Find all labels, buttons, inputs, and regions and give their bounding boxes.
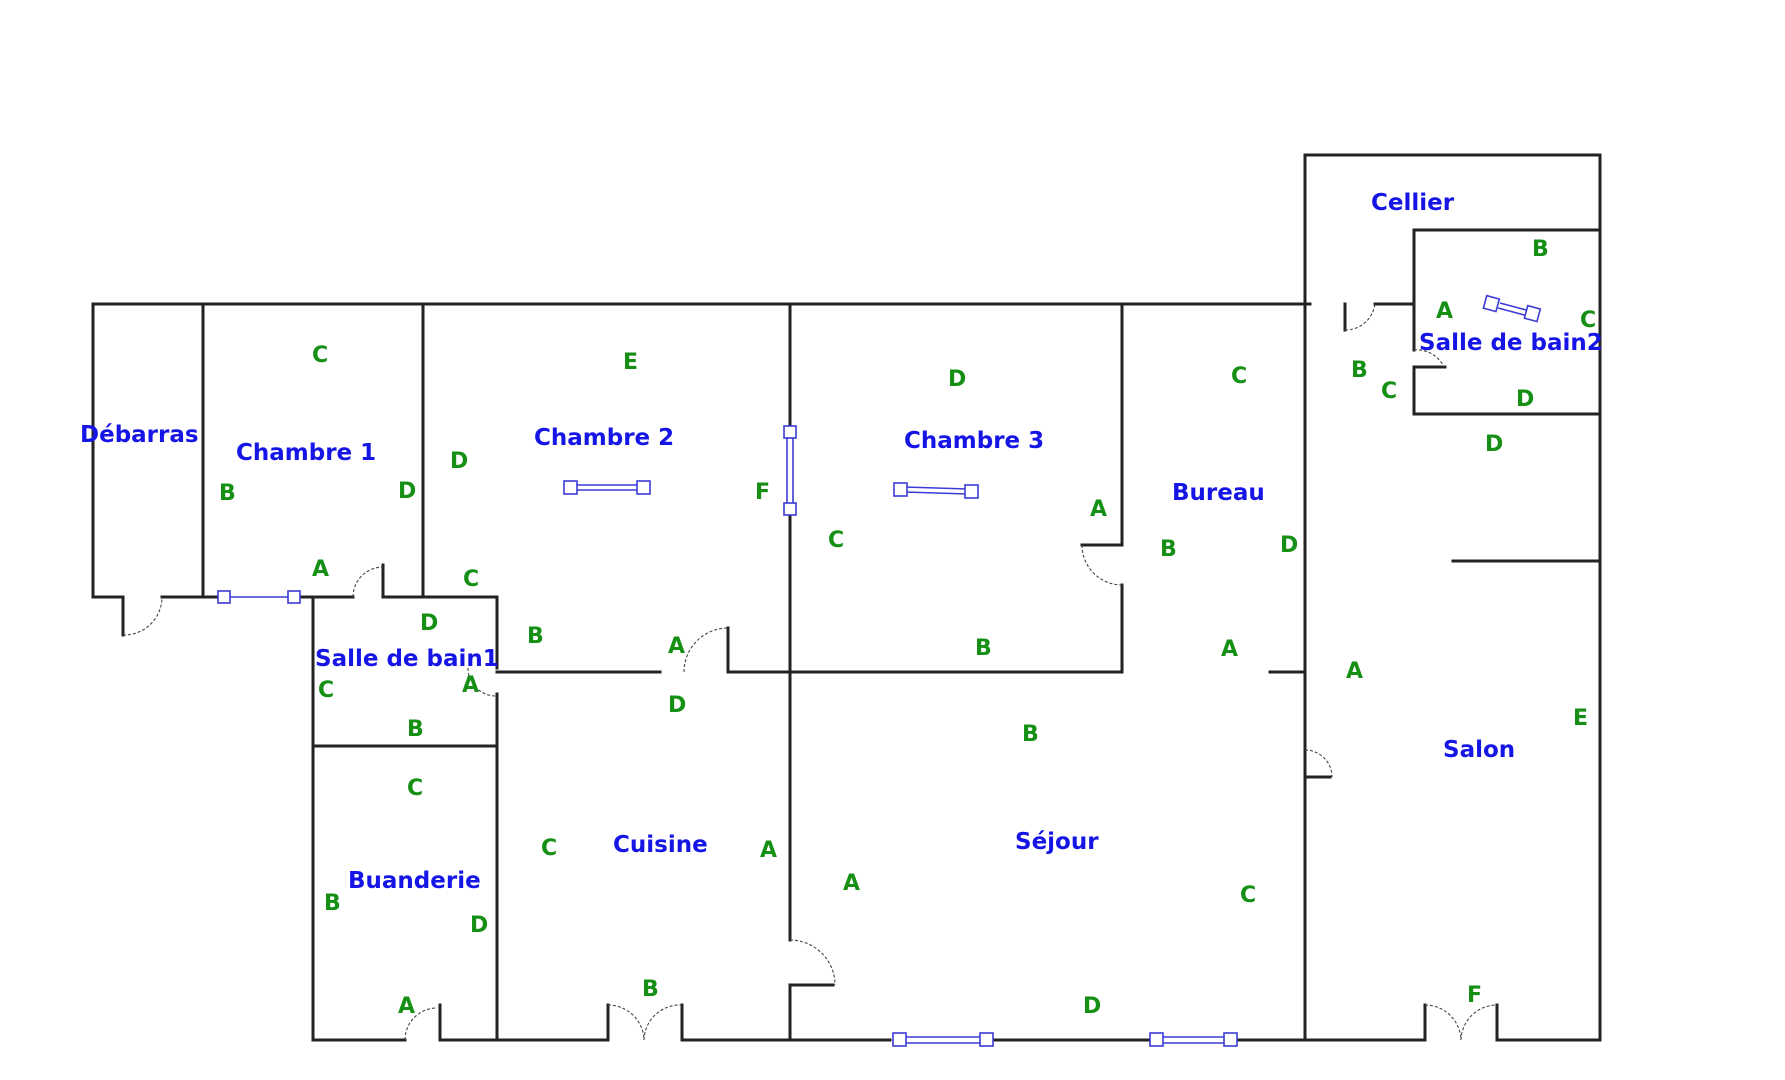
room-labels: Débarras Chambre 1 Chambre 2 Chambre 3 B… <box>80 190 1603 894</box>
windows <box>217 294 1542 1047</box>
window-sejour-2 <box>1149 1032 1238 1047</box>
room-label-sdb1: Salle de bain1 <box>315 646 499 672</box>
wall-label: D <box>668 693 686 718</box>
wall-label: B <box>407 717 424 742</box>
wall-label: B <box>1022 722 1039 747</box>
window-sdb2 <box>1482 294 1542 323</box>
window-chambre3 <box>893 482 979 499</box>
wall-label: D <box>1516 387 1534 412</box>
wall-label: F <box>755 480 770 505</box>
room-label-cuisine: Cuisine <box>613 832 708 858</box>
wall-label: E <box>1573 706 1588 731</box>
wall-label: B <box>642 977 659 1002</box>
wall-label: D <box>1083 994 1101 1019</box>
wall-label: D <box>1280 533 1298 558</box>
wall-label: B <box>1351 358 1368 383</box>
window-partition <box>783 425 797 516</box>
wall-label: C <box>1240 883 1256 908</box>
window-sejour-1 <box>892 1032 994 1047</box>
door-debarras <box>122 596 163 636</box>
door-chambre1 <box>352 566 384 598</box>
wall-label: C <box>312 343 328 368</box>
door-chambre2 <box>683 627 729 673</box>
wall-label: A <box>760 838 777 863</box>
door-cuisine <box>607 1004 683 1041</box>
door-sdb1 <box>467 667 498 697</box>
wall-label: D <box>470 913 488 938</box>
doors <box>122 303 1498 1041</box>
wall-label: A <box>843 871 860 896</box>
door-salon <box>1424 1004 1498 1041</box>
wall-label: D <box>398 479 416 504</box>
room-label-sdb2: Salle de bain2 <box>1419 330 1603 356</box>
wall-label: B <box>1160 537 1177 562</box>
wall-label: A <box>1221 637 1238 662</box>
room-label-cellier: Cellier <box>1371 190 1455 216</box>
wall-label: F <box>1467 983 1482 1008</box>
wall-label: D <box>1485 432 1503 457</box>
wall-label: C <box>1231 364 1247 389</box>
window-chambre2 <box>563 480 651 495</box>
wall-label: C <box>463 567 479 592</box>
wall-label: B <box>324 891 341 916</box>
room-label-buanderie: Buanderie <box>348 868 481 894</box>
wall-label: C <box>541 836 557 861</box>
room-label-salon: Salon <box>1443 737 1515 763</box>
walls <box>91 153 1602 1042</box>
wall-label: A <box>398 994 415 1019</box>
room-label-debarras: Débarras <box>80 422 199 448</box>
wall-label: B <box>219 481 236 506</box>
room-label-chambre1: Chambre 1 <box>236 440 376 466</box>
wall-labels: C D B A E D F C B A D C A B C B D A B A … <box>219 237 1596 1019</box>
wall-label: A <box>462 673 479 698</box>
wall-label: C <box>1580 308 1596 333</box>
wall-label: A <box>312 557 329 582</box>
room-label-sejour: Séjour <box>1015 829 1099 855</box>
wall-label: D <box>450 449 468 474</box>
room-label-chambre2: Chambre 2 <box>534 425 674 451</box>
wall-label: D <box>948 367 966 392</box>
wall-label: B <box>975 636 992 661</box>
door-buanderie <box>404 1007 438 1041</box>
room-label-bureau: Bureau <box>1172 480 1265 506</box>
wall-label: B <box>1532 237 1549 262</box>
door-sejour <box>789 939 836 986</box>
wall-label: B <box>527 624 544 649</box>
wall-label: A <box>668 634 685 659</box>
wall-label: E <box>623 350 638 375</box>
door-salon-side <box>1304 749 1333 778</box>
wall-label: C <box>1381 379 1397 404</box>
door-cellier <box>1344 303 1376 331</box>
wall-label: D <box>420 611 438 636</box>
window-chambre1 <box>217 590 301 604</box>
door-chambre3 <box>1081 544 1123 586</box>
wall-label: A <box>1090 497 1107 522</box>
wall-label: A <box>1346 659 1363 684</box>
wall-label: C <box>828 528 844 553</box>
room-label-chambre3: Chambre 3 <box>904 428 1044 454</box>
wall-label: A <box>1436 299 1453 324</box>
wall-label: C <box>318 678 334 703</box>
wall-label: C <box>407 776 423 801</box>
